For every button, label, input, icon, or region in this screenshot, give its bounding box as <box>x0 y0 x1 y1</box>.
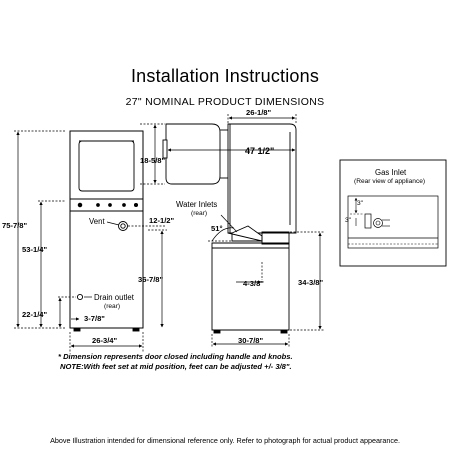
gas-rear-label: (Rear view of appliance) <box>354 178 425 185</box>
footer-disclaimer: Above Illustration intended for dimensio… <box>50 436 400 445</box>
dim-vent-offset: 12-1/2" <box>149 216 175 225</box>
drain-rear-label: (rear) <box>104 303 120 310</box>
vent-label: Vent <box>89 217 105 226</box>
dim-front-width: 26-3/4" <box>92 336 118 345</box>
dim-base-depth: 30-7/8" <box>238 336 264 345</box>
front-view <box>69 130 144 332</box>
dim-lid-height: 34-3/8" <box>298 278 324 287</box>
note-line-2: NOTE:With feet set at mid position, feet… <box>60 362 292 371</box>
side-washer-cabinet <box>211 242 290 331</box>
water-rear-label: (rear) <box>191 210 207 217</box>
drain-outlet-label: Drain outlet <box>94 293 135 302</box>
water-inlets-label: Water Inlets <box>176 200 217 209</box>
dim-overall-height: 75-7/8" <box>2 221 28 230</box>
dim-lid-angle: 51° <box>211 224 222 233</box>
side-view <box>162 123 297 334</box>
dryer-door <box>78 140 135 192</box>
page-subtitle: 27" NOMINAL PRODUCT DIMENSIONS <box>125 96 325 108</box>
drain-circle <box>76 293 84 301</box>
vent-circle <box>118 221 128 231</box>
gas-inlet-inset <box>339 159 447 267</box>
washer-section <box>69 210 144 329</box>
open-dryer-door <box>165 123 221 185</box>
dim-washer-top-height: 53-1/4" <box>22 245 48 254</box>
dim-gas-v2: 3" <box>345 217 352 224</box>
gas-inlet-label: Gas Inlet <box>375 168 407 177</box>
dim-drain-side: 3-7/8" <box>84 314 105 323</box>
dim-dryer-door-height: 18-5/8" <box>140 156 166 165</box>
dim-top-depth: 26-1/8" <box>246 108 272 117</box>
note-line-1: * Dimension represents door closed inclu… <box>58 352 293 361</box>
side-dryer-cabinet <box>227 123 297 234</box>
dim-bottom-left: 22-1/4" <box>22 310 48 319</box>
page-title: Installation Instructions <box>130 66 320 86</box>
dim-door-open-depth: 47 1/2" <box>245 146 274 156</box>
dim-drain-height: 36-7/8" <box>138 275 164 284</box>
dim-gas-v1: 3" <box>357 200 364 207</box>
side-console <box>261 231 290 245</box>
notes: * Dimension represents door closed inclu… <box>58 352 418 372</box>
dim-lid-offset: 4-3/8" <box>243 279 264 288</box>
gas-inset-frame <box>339 159 447 267</box>
